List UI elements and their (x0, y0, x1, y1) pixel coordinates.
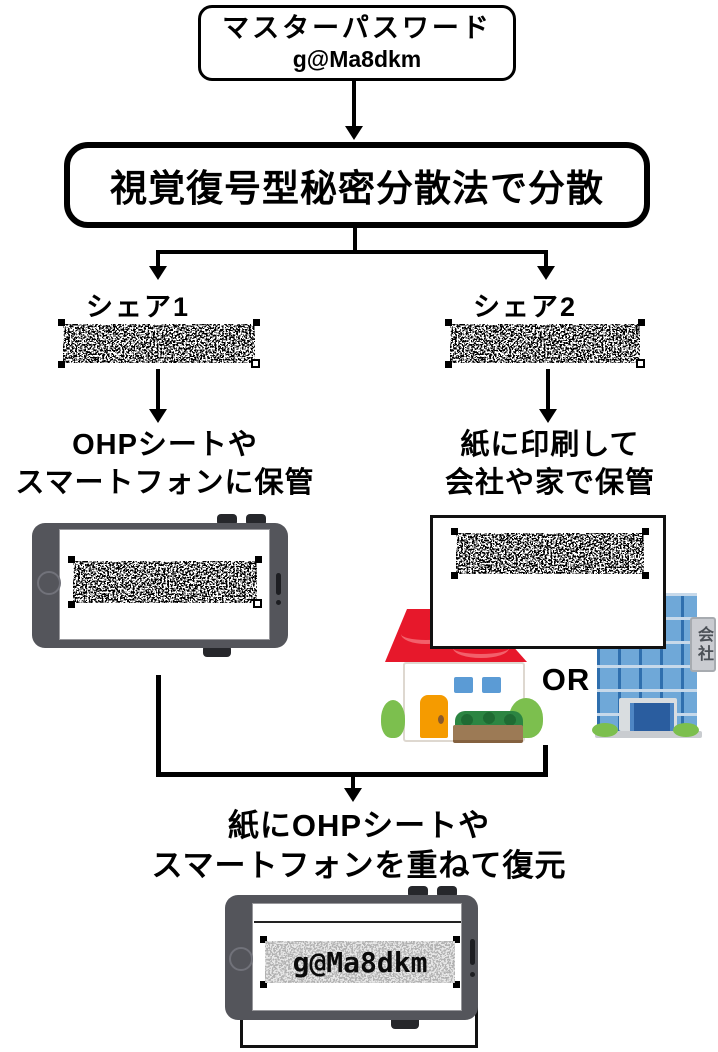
arrow-share2-line (546, 369, 550, 410)
master-password-title: マスターパスワード (222, 13, 492, 43)
revealed-password-text: g@Ma8dkm (292, 945, 428, 979)
bush (592, 723, 618, 737)
branch-right-line (544, 254, 548, 268)
share2-label: シェア2 (472, 292, 578, 322)
branch-stem-line (353, 228, 357, 252)
branch-left-line (156, 254, 160, 268)
door-knob (438, 715, 444, 724)
building-door (630, 703, 674, 731)
phone-camera-icon (276, 600, 281, 605)
restore-caption: 紙にOHPシートや スマートフォンを重ねて復元 (59, 806, 659, 886)
selection-handle (68, 601, 75, 608)
arrowhead-icon (539, 409, 557, 423)
selection-handle (445, 361, 452, 368)
selection-handle (58, 361, 65, 368)
right-caption-line2: 会社や家で保管 (444, 467, 655, 499)
branch-horizontal-line (156, 250, 548, 254)
selection-handle (260, 981, 267, 988)
process-box: 視覚復号型秘密分散法で分散 (64, 142, 650, 228)
right-storage-caption: 紙に印刷して 会社や家で保管 (392, 426, 708, 502)
house-window (454, 677, 473, 693)
building-entrance (619, 698, 677, 731)
merge-right-line (543, 745, 548, 776)
phone-speaker-icon (470, 939, 475, 965)
selection-handle (251, 359, 260, 368)
bush (381, 700, 405, 738)
home-button-icon (37, 571, 61, 595)
selection-handle (68, 556, 75, 563)
selection-handle (642, 572, 649, 579)
share2-noise-image (445, 319, 645, 368)
share2-on-paper-image (451, 528, 649, 579)
share1-on-phone-image (68, 556, 262, 608)
phone-side-button (203, 645, 231, 657)
arrowhead-icon (149, 409, 167, 423)
company-sign: 会社 (690, 617, 716, 672)
process-label: 視覚復号型秘密分散法で分散 (110, 168, 604, 209)
house-door (420, 695, 448, 738)
arrowhead-icon (344, 788, 362, 802)
planter-shrubs (455, 711, 523, 729)
selection-handle (260, 936, 267, 943)
selection-handle (451, 572, 458, 579)
selection-handle (453, 981, 460, 988)
smartphone-overlay-illustration: g@Ma8dkm (225, 895, 478, 1020)
share1-noise-image (58, 319, 260, 368)
phone-speaker-icon (276, 573, 281, 595)
arrow-master-to-process (352, 81, 356, 127)
left-caption-line2: スマートフォンに保管 (15, 467, 315, 499)
merge-horizontal-line (156, 772, 548, 777)
selection-handle (642, 528, 649, 535)
roof-decoration (453, 638, 509, 658)
revealed-password-image: g@Ma8dkm (260, 936, 460, 988)
selection-handle (451, 528, 458, 535)
merge-left-line (156, 675, 161, 777)
selection-handle (638, 319, 645, 326)
roof-decoration (401, 624, 451, 644)
home-button-icon (229, 947, 253, 971)
selection-handle (453, 936, 460, 943)
master-password-value: g@Ma8dkm (292, 46, 422, 72)
building-base (595, 731, 702, 738)
paper-edge-through-screen (254, 921, 461, 923)
selection-handle (636, 359, 645, 368)
selection-handle (253, 319, 260, 326)
arrow-share1-line (156, 369, 160, 410)
merge-stem-line (351, 777, 355, 789)
printed-paper (430, 515, 666, 649)
restore-caption-line2: スマートフォンを重ねて復元 (151, 848, 567, 883)
arrowhead-icon (149, 266, 167, 280)
share1-label: シェア1 (85, 292, 191, 322)
phone-camera-icon (470, 972, 475, 977)
right-caption-line1: 紙に印刷して (460, 429, 640, 461)
arrowhead-icon (345, 126, 363, 140)
bush (673, 723, 699, 737)
house-window (482, 677, 501, 693)
selection-handle (253, 599, 262, 608)
arrowhead-icon (537, 266, 555, 280)
smartphone-illustration (32, 523, 288, 648)
master-password-box: マスターパスワード g@Ma8dkm (198, 5, 516, 81)
planter-box (453, 725, 523, 743)
left-storage-caption: OHPシートや スマートフォンに保管 (0, 426, 330, 502)
left-caption-line1: OHPシートや (72, 429, 258, 461)
selection-handle (58, 319, 65, 326)
selection-handle (445, 319, 452, 326)
selection-handle (255, 556, 262, 563)
restore-caption-line1: 紙にOHPシートや (227, 808, 491, 843)
or-label: OR (541, 662, 591, 697)
